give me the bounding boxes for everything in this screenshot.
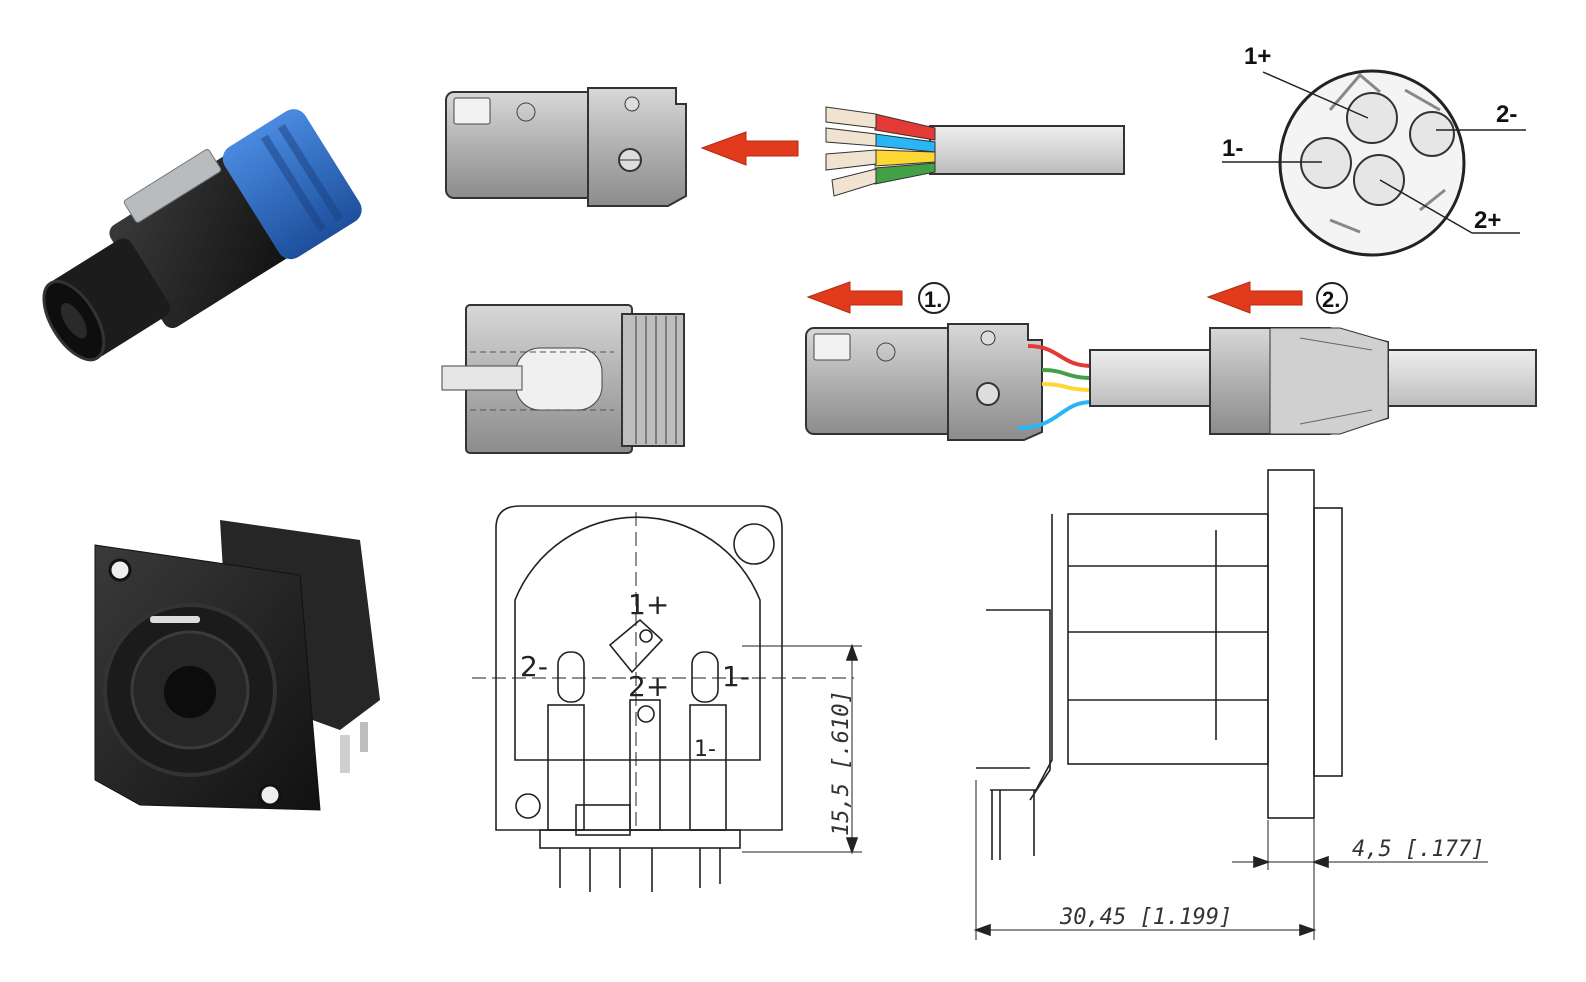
front-pin-1plus: 1+	[628, 588, 669, 621]
assembly-arrow-1	[806, 281, 903, 314]
chassis-side-view	[441, 304, 685, 454]
dimension-height: 15,5 [.610]	[829, 690, 854, 836]
step2-label: 2.	[1322, 287, 1340, 312]
assembly-arrow-2	[1206, 281, 1303, 314]
pinout-face-drawing	[1222, 69, 1526, 257]
front-pin-2minus: 2-	[520, 650, 548, 683]
connector-insert-drawing	[445, 87, 687, 207]
step2-circle	[1316, 282, 1348, 314]
front-pin-2plus: 2+	[628, 670, 669, 703]
dimension-length: 30,45 [1.199]	[1059, 905, 1232, 930]
side-technical-drawing	[973, 469, 1488, 940]
stripped-cable-drawing	[825, 106, 1125, 197]
assembly-connector-drawing	[805, 323, 1537, 441]
pin-2plus-label: 2+	[1474, 207, 1501, 234]
pin-1plus-label: 1+	[1244, 43, 1271, 70]
front-pin-1minus-bottom: 1-	[694, 737, 716, 762]
step1-label: 1.	[924, 287, 942, 312]
chassis-socket-photo	[94, 520, 380, 811]
cable-connector-photo	[42, 109, 362, 362]
pin-2minus-label: 2-	[1496, 101, 1517, 128]
pin-1minus-label: 1-	[1222, 135, 1243, 162]
insert-arrow	[700, 131, 799, 166]
dimension-panel: 4,5 [.177]	[1352, 837, 1484, 862]
front-technical-drawing	[472, 505, 862, 892]
front-pin-1minus-top: 1-	[722, 660, 750, 693]
step1-circle	[918, 282, 950, 314]
